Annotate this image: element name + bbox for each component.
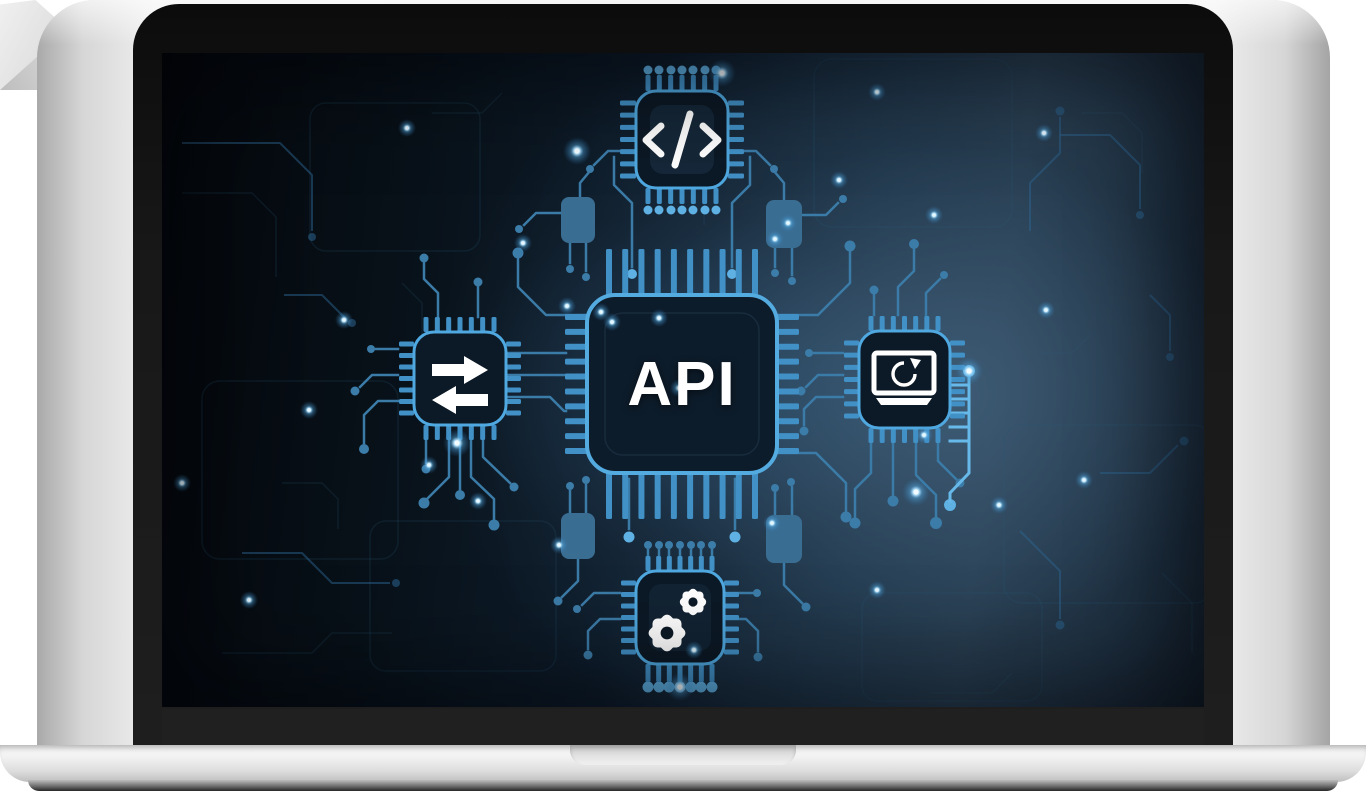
exchange-chip <box>412 330 508 427</box>
right-chip-pins <box>844 316 965 443</box>
faint-circuit-texture <box>182 58 1204 702</box>
api-chip-label: API <box>627 349 737 419</box>
smd-components <box>561 197 802 563</box>
gears-icon <box>648 588 707 652</box>
laptop-hinge <box>162 709 1204 745</box>
top-chip-pins <box>620 75 744 204</box>
api-circuit-illustration <box>173 58 1204 702</box>
bright-connector <box>948 375 971 503</box>
trace-pads <box>350 165 965 662</box>
gears-chip <box>634 569 726 666</box>
laptop-base-shadow <box>28 780 1338 791</box>
laptop-screen: API <box>162 53 1204 707</box>
decorative-traces <box>182 117 1179 619</box>
center-chip-pins <box>606 249 758 519</box>
bottom-chip-pins <box>621 556 739 655</box>
code-icon <box>642 110 722 169</box>
left-chip-pins <box>399 317 521 440</box>
laptop-thumb-notch <box>570 745 796 765</box>
monitor-sync-icon <box>871 350 937 405</box>
center-chip-side-pins <box>565 314 799 454</box>
data-exchange-arrows-icon <box>432 356 488 414</box>
